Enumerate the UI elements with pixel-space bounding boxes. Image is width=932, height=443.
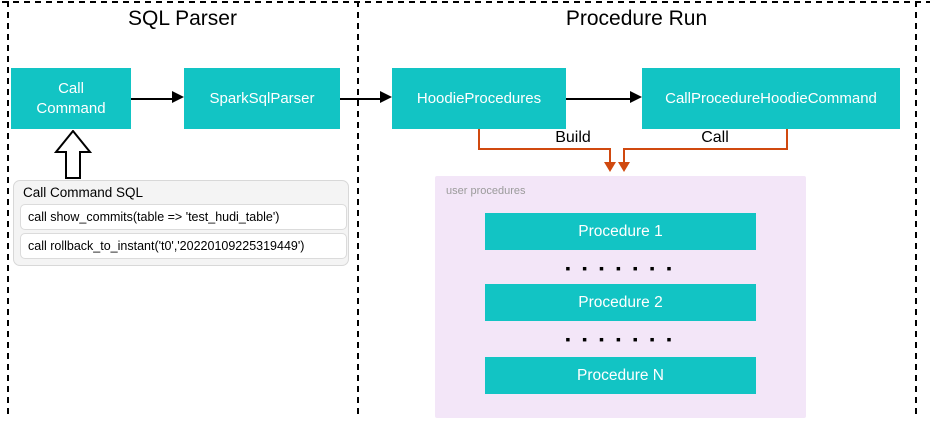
user-procedures-label: user procedures bbox=[446, 185, 526, 197]
edge-label-call: Call bbox=[701, 129, 729, 146]
connector-segment bbox=[478, 148, 611, 150]
connector-segment bbox=[609, 148, 611, 163]
connector-segment bbox=[623, 148, 788, 150]
ellipsis-dots: ▪ ▪ ▪ ▪ ▪ ▪ ▪ bbox=[565, 331, 676, 347]
node-procedure-2: Procedure 2 bbox=[485, 284, 756, 321]
section-title-sql-parser: SQL Parser bbox=[128, 7, 237, 30]
arrowhead-right-icon bbox=[172, 91, 184, 103]
dashed-right-border bbox=[915, 1, 918, 415]
node-callprocedurehoodiecommand: CallProcedureHoodieCommand bbox=[642, 68, 900, 129]
sql-statement-row: call rollback_to_instant('t0','202201092… bbox=[20, 233, 347, 259]
arrow-shaft bbox=[131, 97, 173, 100]
connector-segment bbox=[478, 129, 480, 150]
arrow-shaft bbox=[566, 97, 631, 100]
node-call-command: Call Command bbox=[11, 68, 131, 129]
user-procedures-container: user procedures Procedure 1 ▪ ▪ ▪ ▪ ▪ ▪ … bbox=[435, 176, 806, 418]
arrowhead-down-icon bbox=[618, 162, 630, 172]
connector-segment bbox=[786, 129, 788, 150]
arrowhead-right-icon bbox=[380, 91, 392, 103]
edge-label-build: Build bbox=[555, 129, 591, 146]
node-hoodieprocedures: HoodieProcedures bbox=[392, 68, 566, 129]
node-procedure-n: Procedure N bbox=[485, 357, 756, 394]
hollow-up-arrow-icon bbox=[54, 130, 92, 179]
call-command-sql-panel: Call Command SQL call show_commits(table… bbox=[13, 180, 349, 266]
dashed-middle-divider bbox=[357, 1, 360, 415]
arrowhead-right-icon bbox=[630, 91, 642, 103]
dashed-left-border bbox=[7, 1, 10, 415]
arrowhead-down-icon bbox=[604, 162, 616, 172]
sql-panel-header: Call Command SQL bbox=[23, 185, 144, 200]
node-procedure-1: Procedure 1 bbox=[485, 213, 756, 250]
node-sparksqlparser: SparkSqlParser bbox=[184, 68, 340, 129]
node-call-command-line1: Call bbox=[58, 80, 84, 97]
ellipsis-dots: ▪ ▪ ▪ ▪ ▪ ▪ ▪ bbox=[565, 260, 676, 276]
arrow-shaft bbox=[340, 97, 381, 100]
node-call-command-line2: Command bbox=[36, 99, 106, 117]
section-title-procedure-run: Procedure Run bbox=[565, 7, 708, 30]
sql-statement-row: call show_commits(table => 'test_hudi_ta… bbox=[20, 204, 347, 230]
connector-segment bbox=[623, 148, 625, 163]
dashed-top-border bbox=[2, 1, 930, 4]
